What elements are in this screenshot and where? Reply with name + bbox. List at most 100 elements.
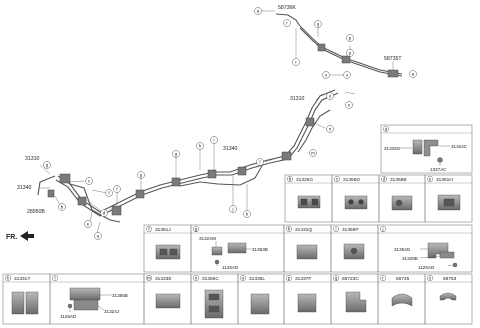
clips [47, 43, 399, 216]
panel-r-part: 58745 [396, 276, 410, 282]
svg-text:a: a [257, 9, 260, 14]
panel-r-header: r 58745 [379, 274, 410, 282]
panel-g-header: g [192, 225, 200, 233]
panel-h-part: 31331Q [295, 227, 312, 233]
part-1125ad-l-label: 1125AD [60, 314, 77, 319]
part-58723c-illustration [345, 291, 367, 313]
part-58753-illustration [439, 292, 457, 301]
svg-text:f: f [108, 191, 110, 196]
part-1125ad-j-illustration [452, 262, 458, 268]
part-31354g-label: 31354G [394, 247, 411, 252]
part-1125ad-g-illustration [214, 259, 220, 265]
panel-b-header: b 31325G [286, 175, 313, 183]
panel-b-part: 31325G [296, 177, 313, 183]
panel-l-header: l [51, 274, 59, 282]
panel-headers: a b 31325G c 31355D d 31358B e 31361H f … [4, 125, 457, 282]
svg-text:n: n [329, 127, 332, 132]
panel-s-part: 58753 [443, 276, 457, 282]
svg-text:i: i [214, 138, 215, 143]
svg-text:o: o [329, 94, 332, 99]
svg-text:q: q [317, 22, 320, 27]
svg-text:h: h [288, 227, 291, 232]
svg-text:n: n [195, 276, 198, 281]
svg-text:g: g [46, 163, 49, 168]
svg-text:g: g [140, 173, 143, 178]
label-31340-left: 31340 [17, 185, 32, 191]
svg-text:b: b [289, 177, 292, 182]
callouts-extra [346, 49, 354, 57]
panel-n-part: 31356C [202, 276, 219, 282]
panel-q-header: q 58723C [332, 274, 359, 282]
svg-text:m: m [147, 276, 151, 281]
part-31355d-illustration [344, 195, 368, 210]
part-31324c-illustration [423, 139, 439, 157]
svg-text:m: m [311, 151, 315, 156]
svg-text:e: e [87, 222, 90, 227]
svg-text:e: e [429, 177, 432, 182]
panel-a-header: a [382, 125, 390, 133]
fr-label: FR. [6, 234, 17, 241]
panel-k-part: 31331Y [14, 276, 31, 282]
part-1125ad-l-illustration [67, 303, 73, 309]
panel-p-header: p 31337F [285, 274, 311, 282]
part-31324c-label: 31324C [451, 144, 468, 149]
svg-text:r: r [286, 21, 288, 26]
svg-text:o: o [242, 276, 245, 281]
svg-text:g: g [195, 227, 198, 232]
part-1327ac-label: 1327AC [430, 167, 447, 172]
svg-text:i: i [336, 227, 337, 232]
label-58736k: 58736K [278, 5, 296, 11]
part-31328b-label: 31328B [402, 256, 418, 261]
svg-text:b: b [61, 205, 64, 210]
row2-illustrations [155, 242, 458, 268]
panel-a-content: 31325G 31324C 1327AC [384, 139, 468, 172]
panel-p-part: 31337F [295, 276, 311, 282]
svg-text:h: h [199, 144, 202, 149]
svg-text:r: r [382, 276, 384, 281]
svg-text:c: c [88, 179, 91, 184]
part-1327ac-illustration [437, 157, 443, 163]
label-31310-left: 31310 [25, 156, 40, 162]
svg-text:f: f [148, 227, 150, 232]
panel-d-header: d 31358B [380, 175, 407, 183]
svg-text:s: s [429, 276, 432, 281]
callout-letters: a r r q p o o a o o n m l k j i h g g f … [46, 9, 415, 239]
svg-text:o: o [348, 103, 351, 108]
panel-f-header: f 31361J [145, 225, 171, 233]
panel-j-header: j [379, 225, 387, 233]
front-arrow-icon [20, 231, 34, 241]
label-31340-mid: 31340 [223, 146, 238, 152]
svg-text:q: q [335, 276, 338, 281]
panel-e-part: 31361H [436, 177, 453, 183]
row3-illustrations [11, 287, 457, 319]
callouts [43, 7, 417, 240]
part-31324w-label: 31324W [199, 236, 217, 241]
label-28950b: 28950B [27, 209, 45, 215]
svg-text:d: d [383, 177, 386, 182]
row2-leaders [215, 241, 454, 267]
panel-e-header: e 31361H [426, 175, 453, 183]
part-1125ad-g-label: 1125AD [222, 265, 239, 270]
svg-text:r: r [295, 60, 297, 65]
svg-text:f: f [116, 187, 118, 192]
part-31324w-illustration [211, 246, 223, 256]
panel-m-header: m 31333E [145, 274, 172, 282]
svg-text:l: l [260, 160, 261, 165]
leader-lines [39, 10, 394, 234]
label-58735t: 58735T [384, 56, 402, 62]
svg-text:o: o [346, 73, 349, 78]
svg-text:j: j [232, 207, 234, 212]
panel-m-part: 31333E [155, 276, 172, 282]
part-31361j-illustration [155, 244, 181, 260]
svg-text:c: c [336, 177, 339, 182]
svg-text:k: k [7, 276, 10, 281]
svg-text:p: p [288, 276, 291, 281]
header-dividers [3, 132, 472, 283]
fuel-line-assembly [37, 13, 403, 223]
part-31325g-illustration [412, 139, 423, 155]
panel-n-header: n 31356C [192, 274, 219, 282]
panel-i-part: 31359P [342, 227, 359, 233]
svg-text:g: g [175, 152, 178, 157]
panel-h-header: h 31331Q [285, 225, 312, 233]
